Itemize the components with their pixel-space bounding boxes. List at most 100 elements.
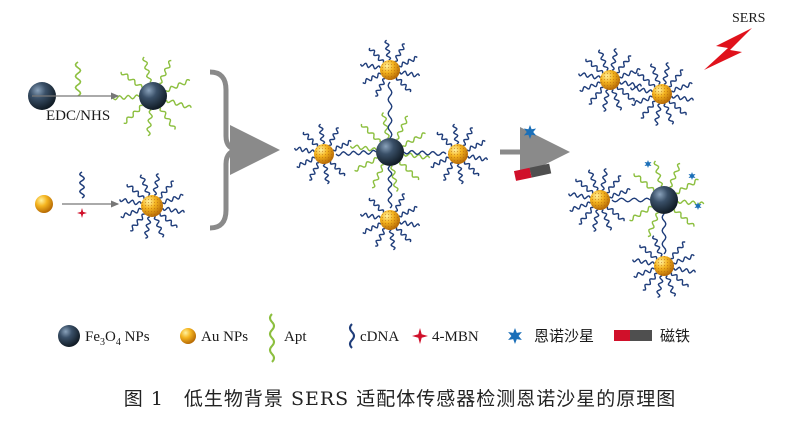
aptamer-strand [653,160,664,187]
cdna-strand [651,235,663,257]
linker-strand [335,149,377,157]
legend-fe3o4-label: Fe3O4 NPs [85,329,150,348]
cdna-strand [631,95,653,107]
legend-magnet-label: 磁铁 [660,328,690,345]
cdna-strand [654,103,662,127]
cdna-strand [606,175,622,194]
cdna-strand [585,58,604,74]
cdna-strand [592,209,600,233]
legend-au-label: Au NPs [201,329,248,345]
aptamer-strand [354,157,378,172]
cdna-strand [467,154,489,162]
aptamer-strand [165,99,192,109]
cdna-strand [119,198,142,206]
cdna-strand [443,162,454,181]
cdna-strand [649,63,661,85]
aptamer-strand [390,165,399,192]
cdna-strand [619,80,643,88]
cdna-strand [296,156,316,169]
cdna-strand [642,272,658,291]
cdna-strand [670,272,689,288]
cdna-strand [430,156,450,169]
cdna-strand [436,131,453,147]
magnet-icon [513,163,552,181]
cdna-strand [359,212,381,220]
cdna-strand [466,139,486,152]
cdna-strand [398,55,418,68]
cdna-strand [601,209,613,231]
cdna-strand [600,167,608,191]
fe3o4-nanoparticle [139,82,167,110]
aptamer-strand [396,115,409,141]
legend-au-icon [180,328,196,344]
linker-strand [661,213,667,255]
aptamer-strand [675,178,699,195]
cdna-strand [668,69,684,88]
cdna-strand [671,81,693,93]
cdna-strand [153,216,165,238]
cdna-strand [159,213,178,228]
linker-strand [387,81,393,139]
sers-lightning-icon [704,28,752,70]
gold-nanoparticle-texture [141,195,163,217]
cdna-strand [456,163,464,185]
legend-apt-icon [269,313,275,363]
cdna-strand [394,193,405,212]
aptamer-strand [360,123,381,143]
cdna-strand [668,100,687,116]
legend-magnet-icon [614,330,652,341]
cdna-strand [328,127,339,146]
linker-strand [611,197,651,203]
cdna-strand [159,180,174,199]
cdna-strand [670,241,686,260]
cdna-strand [398,205,418,218]
legend-cdna-label: cDNA [360,329,399,345]
cdna-strand [332,139,352,152]
gold-nanoparticle-texture [314,144,334,164]
gold-nanoparticle-texture [590,190,610,210]
cdna-strand [162,206,185,214]
cdna-strand [130,213,145,232]
cdna-strand [362,222,382,235]
cdna-strand [579,81,601,93]
gold-nanoparticle-texture [600,70,620,90]
cdna-strand [152,173,160,196]
cdna-strand [665,275,677,297]
cdna-strand [462,127,473,146]
cdna-strand [639,244,658,260]
cdna-strand [673,266,697,274]
cdna-strand [144,216,152,239]
cdna-strand [588,86,604,105]
cdna-strand [631,258,655,266]
aptamer-strand [669,162,681,188]
cdna-strand [569,201,591,213]
cdna-strand [662,61,670,85]
cdna-strand [359,62,381,70]
aptamer-strand [123,104,143,125]
cdna-strand [388,229,396,251]
legend-fe3o4-icon [58,325,80,347]
cdna-strand [395,77,412,93]
aptamer-strand [633,173,655,191]
cdna-strand [399,220,421,228]
cdna-strand [452,123,460,145]
cdna-strand [671,94,695,102]
cdna-strand [673,253,695,265]
legend-mbn-label: 4-MBN [432,329,479,345]
cdna-strand [375,78,386,97]
cdna-strand [597,49,609,71]
cdna-strand [293,146,315,154]
cdna-strand [395,227,412,243]
aptamer-strand [647,212,659,238]
nanoparticle-layer [28,39,705,299]
enrofloxacin-star-icon [523,125,537,139]
cdna-strand [139,174,151,196]
legend: Fe3O4 NPs Au NPs Apt cDNA 4-MBN 恩诺沙星 磁铁 [58,313,690,363]
cdna-strand [609,187,631,199]
legend-enro-icon [508,328,522,344]
aptamer-strand [146,109,153,137]
aptamer-strand [165,79,191,93]
cdna-strand [375,228,386,247]
legend-enro-label: 恩诺沙星 [534,328,594,345]
